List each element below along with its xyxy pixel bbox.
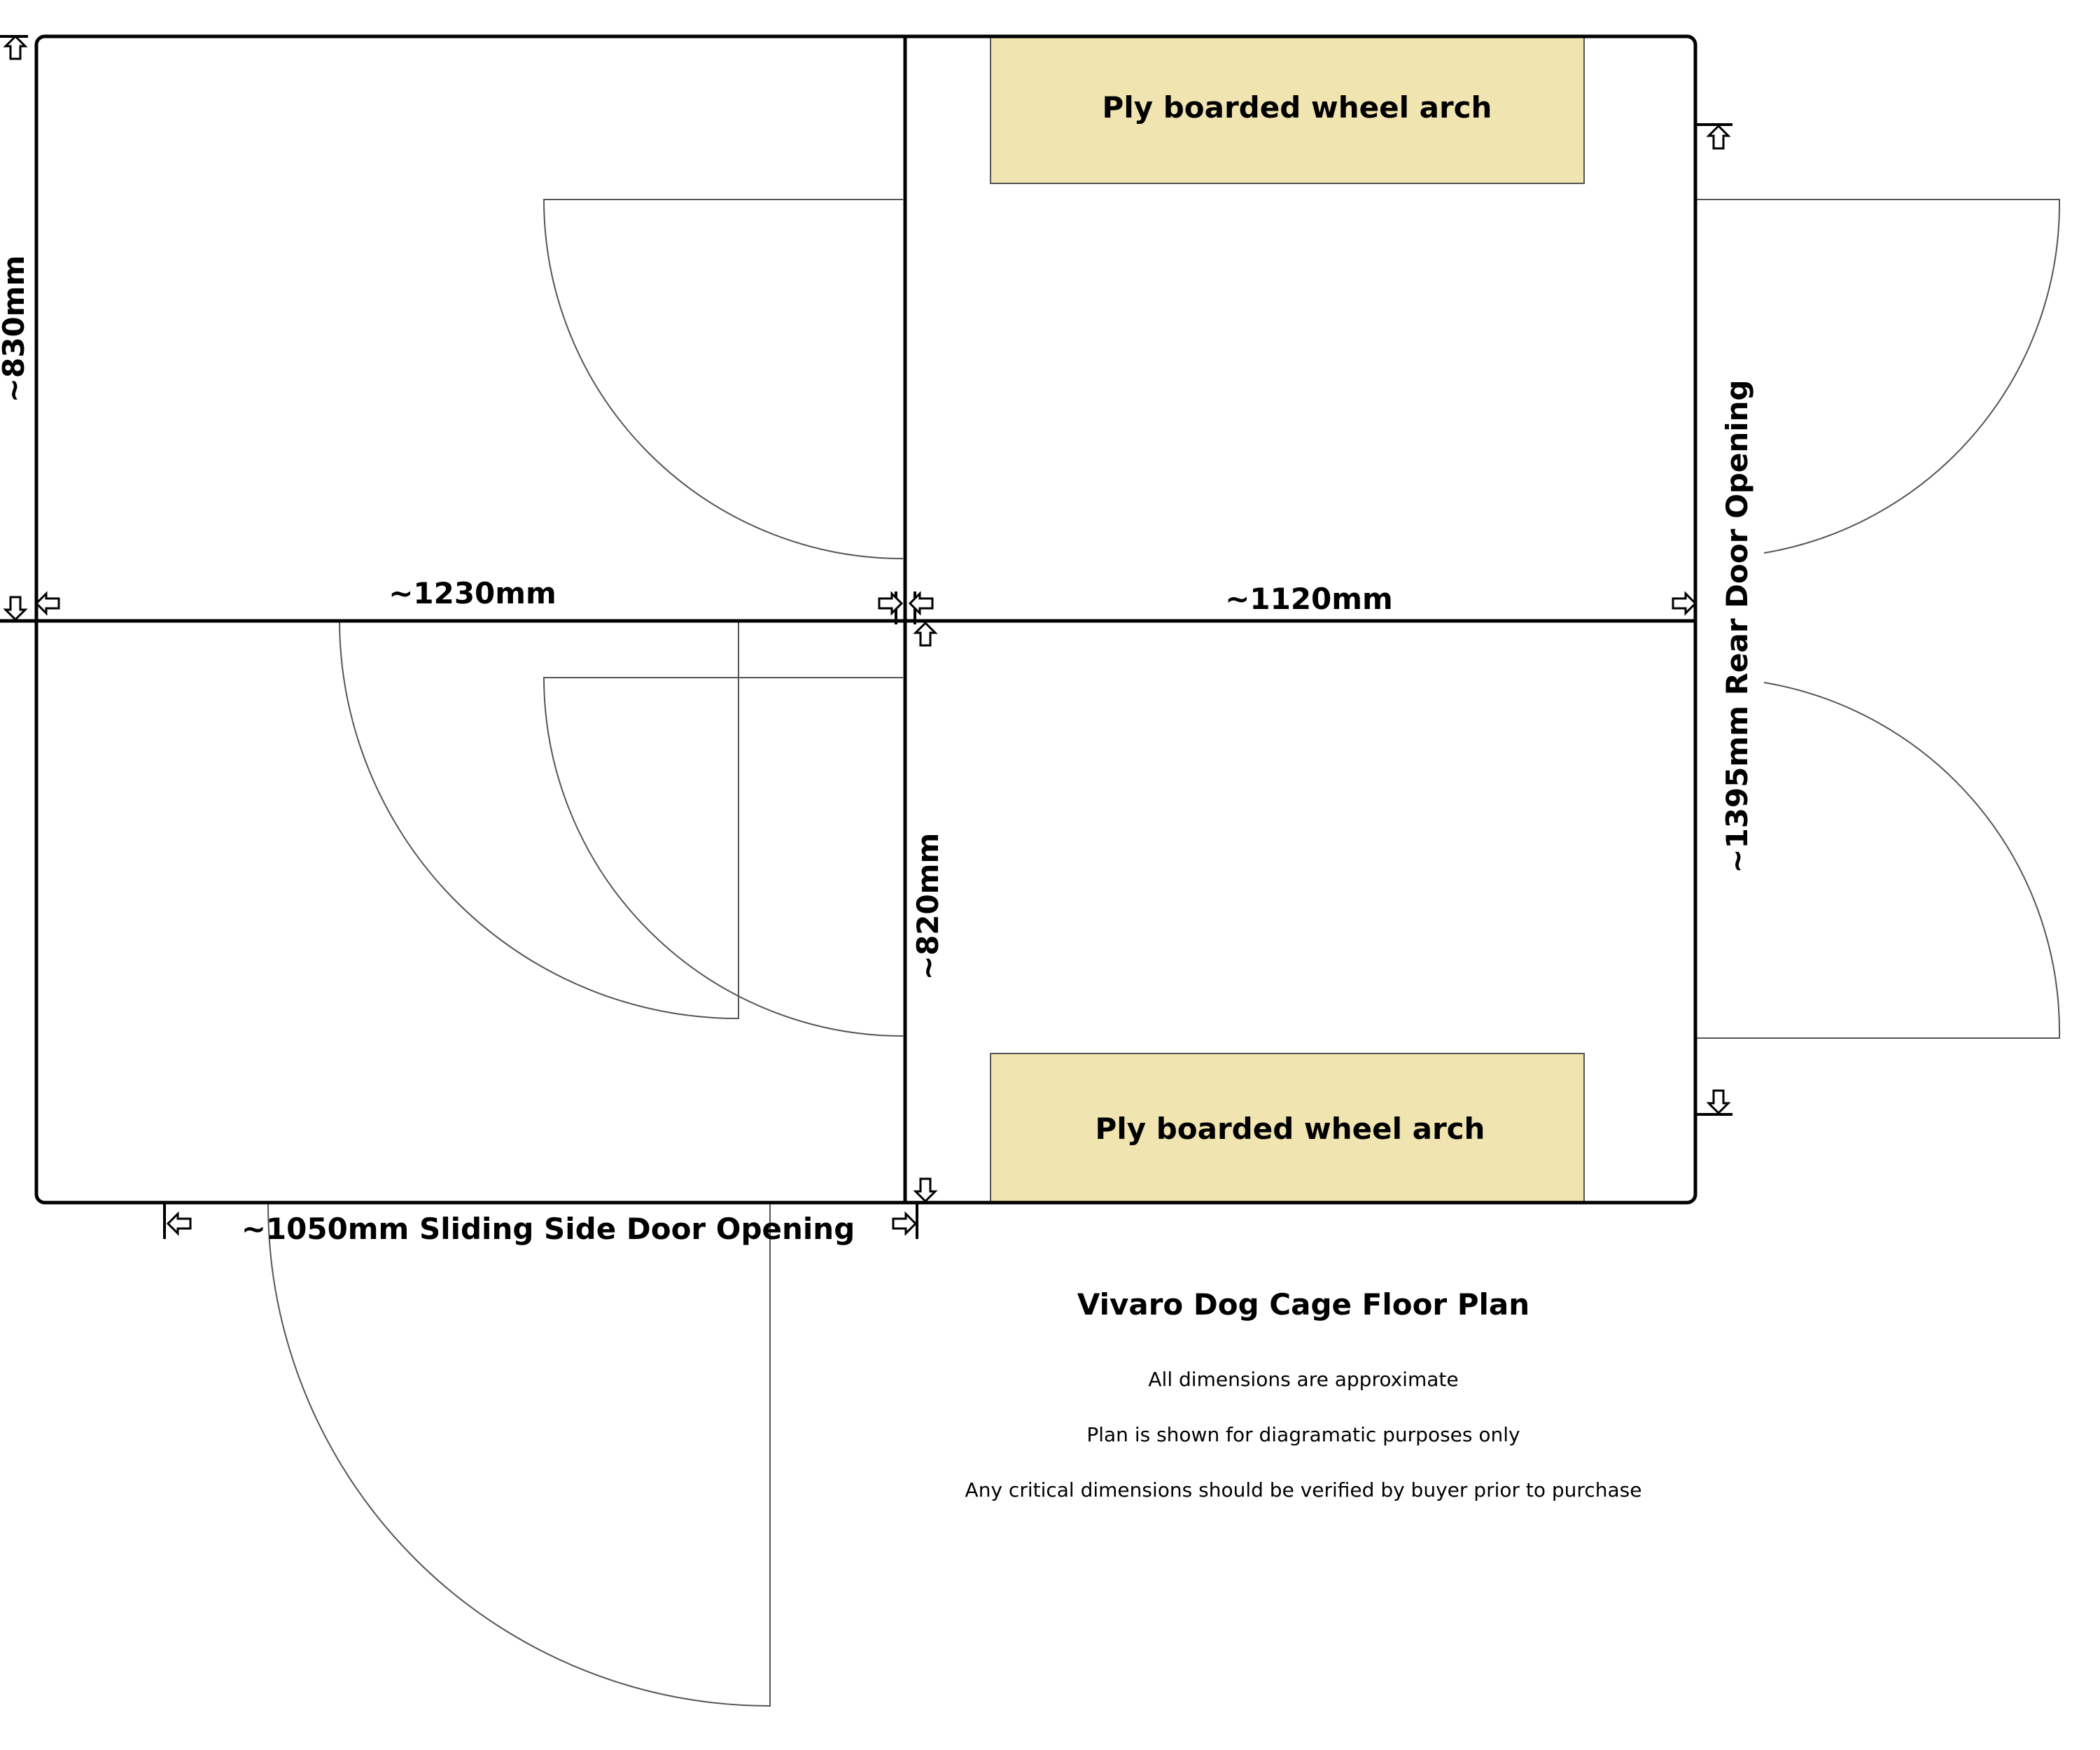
plan-title: Vivaro Dog Cage Floor Plan	[1077, 1287, 1530, 1322]
wheel-arch-top	[990, 36, 1585, 184]
hollow-arrow-icon	[4, 35, 27, 60]
door-swings	[267, 199, 2061, 1707]
door-swing-rear-bottom	[1694, 682, 2061, 1039]
dimension-side-door: ~1050mm Sliding Side Door Opening	[241, 1212, 855, 1246]
hollow-arrow-icon	[1672, 592, 1697, 615]
door-swing-cab-left	[542, 199, 904, 559]
note-verify: Any critical dimensions should be verifi…	[965, 1478, 1642, 1502]
hollow-arrow-icon	[878, 592, 903, 615]
door-swing-side	[267, 1203, 771, 1707]
hollow-arrow-icon	[167, 1212, 192, 1235]
hollow-arrow-icon	[892, 1212, 917, 1235]
dimension-front-width: ~1230mm	[388, 576, 556, 610]
note-approximate: All dimensions are approximate	[1148, 1368, 1458, 1391]
hollow-arrow-icon	[914, 1177, 937, 1203]
wheel-arch-bottom-label: Ply boarded wheel arch	[1096, 1112, 1485, 1146]
hollow-arrow-icon	[35, 592, 60, 615]
note-diagrammatic: Plan is shown for diagramatic purposes o…	[1086, 1423, 1520, 1446]
hollow-arrow-icon	[1707, 125, 1730, 150]
door-swing-slider-swept	[339, 620, 739, 1020]
hollow-arrow-icon	[4, 596, 27, 621]
dimension-rear-width: ~1120mm	[1225, 582, 1393, 616]
hollow-arrow-icon	[909, 592, 934, 615]
hollow-arrow-icon	[914, 622, 937, 647]
wheel-arch-top-label: Ply boarded wheel arch	[1102, 90, 1492, 125]
hollow-arrow-icon	[1707, 1089, 1730, 1114]
wheel-arch-bottom	[990, 1053, 1585, 1203]
door-swing-cab-right	[542, 677, 904, 1037]
door-swing-rear-top	[1694, 199, 2061, 554]
dimension-center-height: ~820mm	[911, 833, 945, 980]
dimension-rear-door: ~1395mm Rear Door Opening	[1720, 379, 1754, 873]
dimension-left-height: ~830mm	[0, 255, 31, 402]
